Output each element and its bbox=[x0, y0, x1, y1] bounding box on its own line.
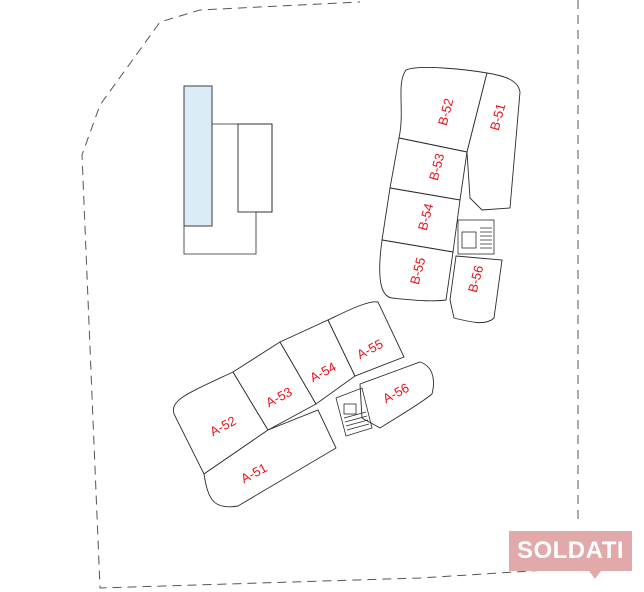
amenity-inner bbox=[237, 123, 273, 213]
site-boundary bbox=[81, 0, 579, 589]
brand-logo: SOLDATI bbox=[516, 537, 625, 564]
label-b56: B-56 bbox=[465, 264, 487, 294]
label-b55: B-55 bbox=[407, 256, 429, 286]
stair-core-b bbox=[457, 219, 495, 255]
brand-logo-background bbox=[509, 531, 632, 571]
building-b bbox=[379, 66, 521, 324]
unit-b51[interactable] bbox=[466, 72, 521, 211]
label-b54: B-54 bbox=[415, 202, 437, 232]
label-b52: B-52 bbox=[435, 97, 457, 127]
pool bbox=[183, 85, 213, 227]
brand-logo-pointer bbox=[589, 571, 601, 579]
unit-b52[interactable] bbox=[398, 66, 488, 153]
unit-b56[interactable] bbox=[449, 255, 503, 324]
unit-a51[interactable] bbox=[203, 409, 337, 508]
stair-core-a bbox=[335, 387, 373, 437]
label-b51: B-51 bbox=[487, 102, 509, 132]
building-a bbox=[172, 301, 434, 508]
unit-b55[interactable] bbox=[379, 239, 454, 302]
amenity-block bbox=[183, 85, 273, 255]
unit-a56[interactable] bbox=[359, 361, 434, 429]
unit-a55[interactable] bbox=[327, 301, 405, 377]
label-b53: B-53 bbox=[426, 152, 448, 182]
unit-a52[interactable] bbox=[172, 371, 269, 475]
